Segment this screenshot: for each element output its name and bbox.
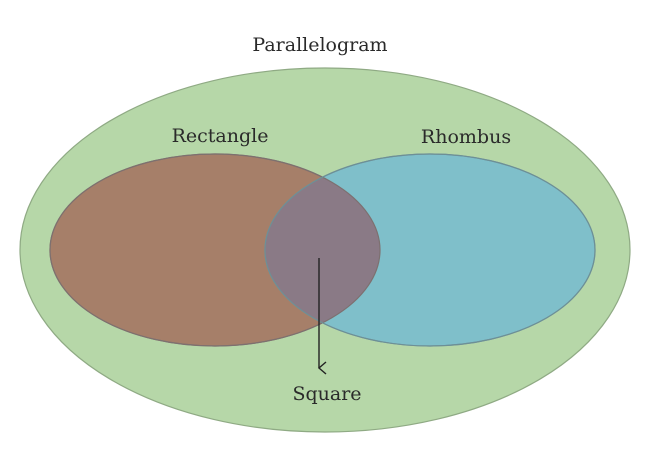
square-label: Square xyxy=(292,383,361,405)
parallelogram-label: Parallelogram xyxy=(252,34,387,56)
rectangle-outline xyxy=(49,153,381,347)
rhombus-label: Rhombus xyxy=(421,126,511,148)
rectangle-label: Rectangle xyxy=(172,125,269,147)
square-set xyxy=(265,154,380,346)
rhombus-outline xyxy=(264,153,596,347)
